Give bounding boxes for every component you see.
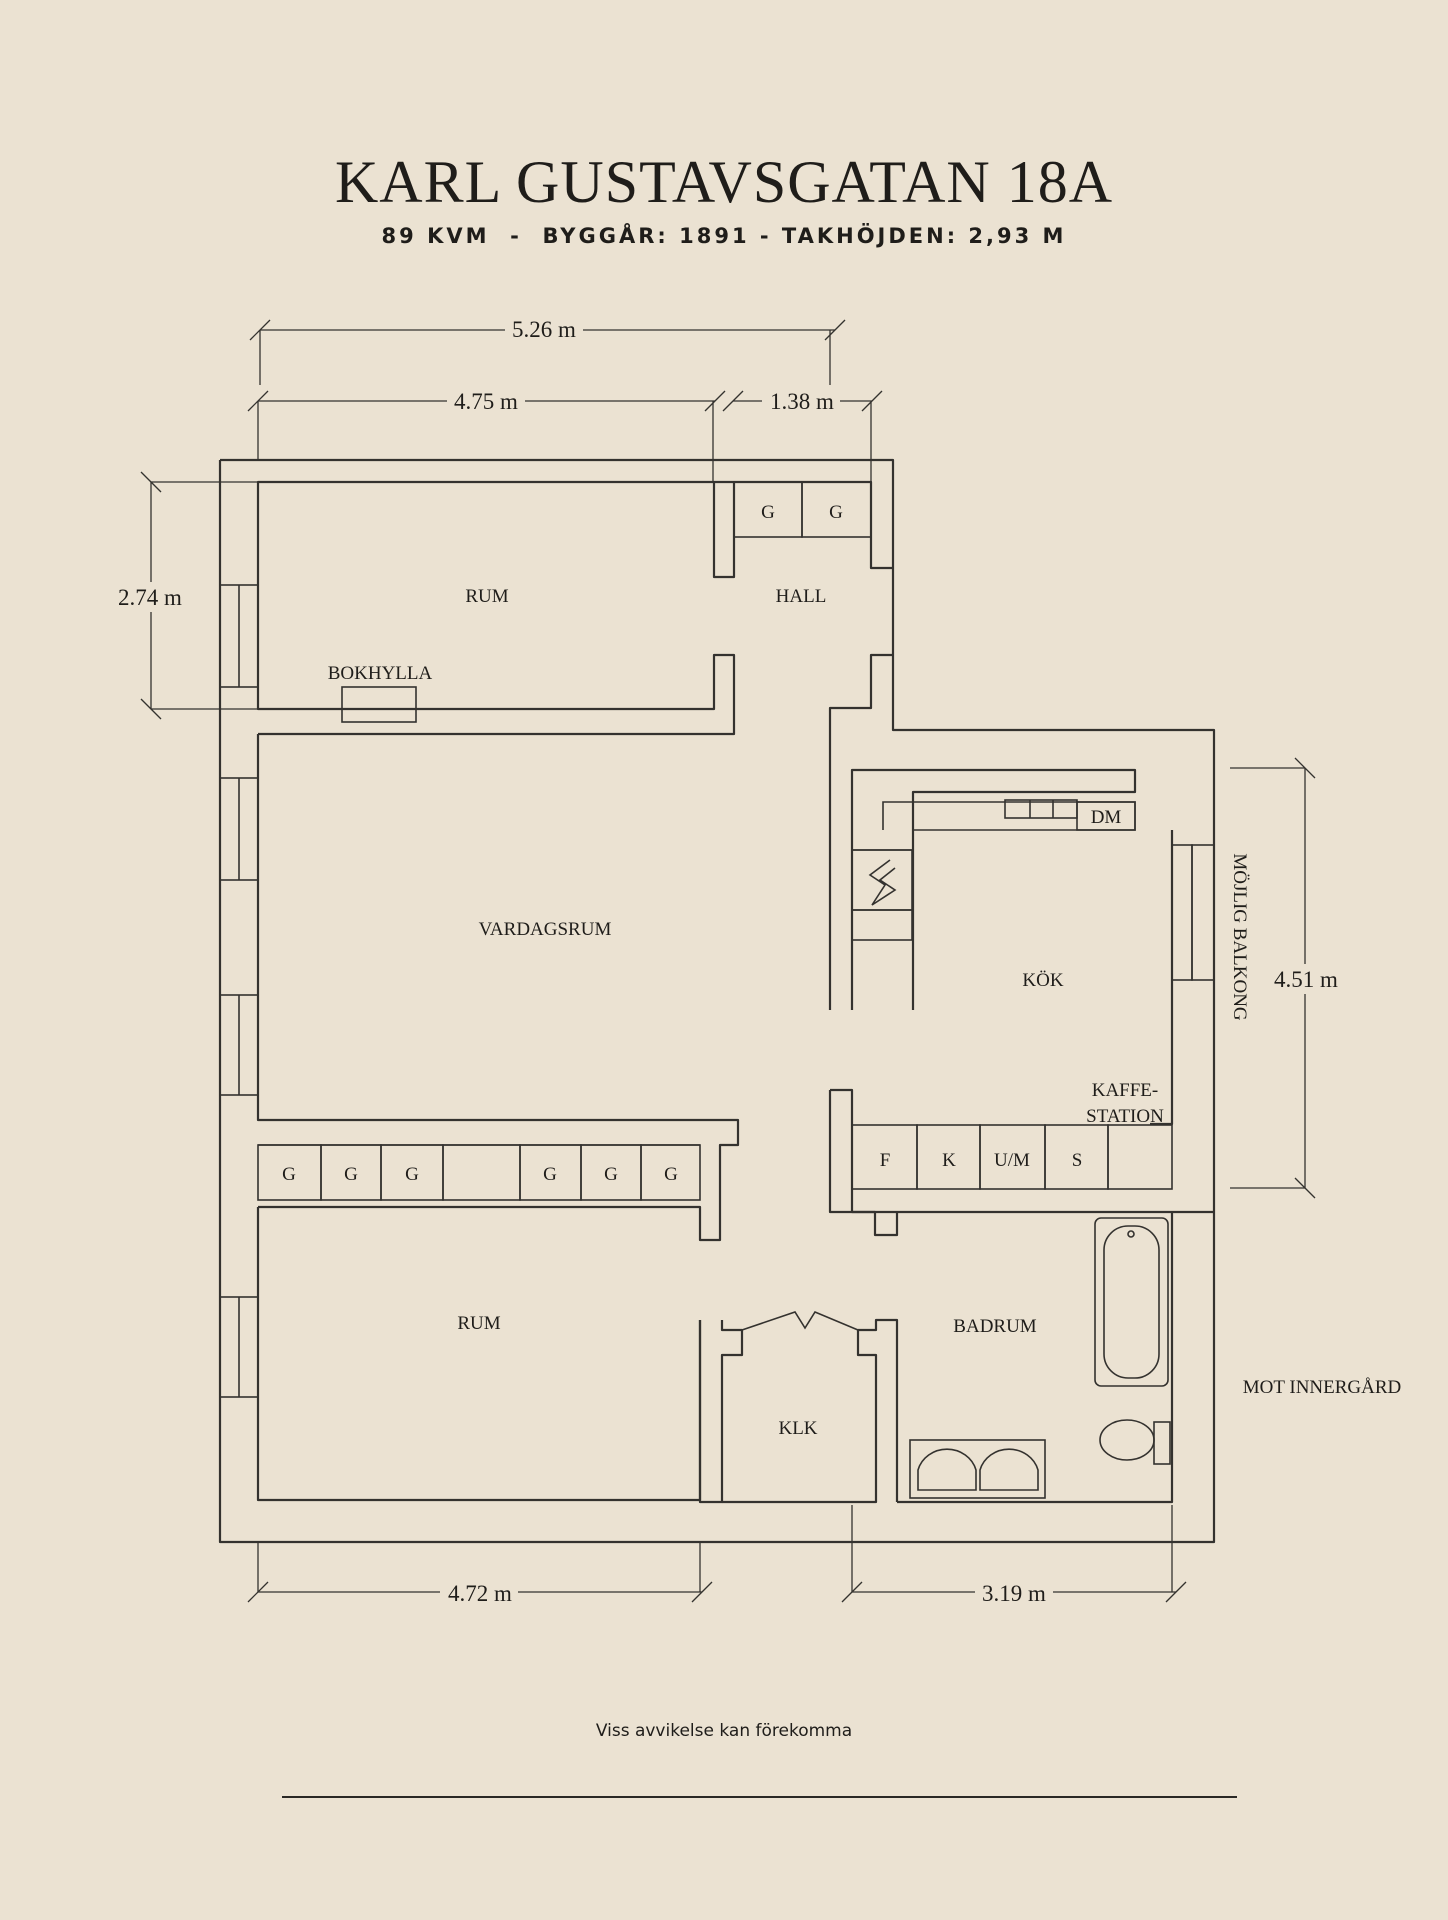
footer-rule — [282, 1796, 1237, 1798]
wall-bedroom-bottom — [256, 1207, 702, 1502]
toilet-bowl — [1099, 1419, 1155, 1461]
bedroom-wardrobe-2-label: G — [344, 1164, 358, 1185]
wall-klk — [698, 1320, 744, 1504]
wall-hall-divider — [712, 482, 736, 579]
dim-label-bottom-left: 4.72 m — [448, 1581, 512, 1606]
wall-vardagsrum-bedroom — [256, 734, 740, 1242]
room-label-rum-bottom: RUM — [457, 1313, 500, 1334]
label-mojlig-balkong: MÖJLIG BALKONG — [1229, 853, 1250, 1021]
hall-wardrobe-1-label: G — [761, 502, 775, 523]
label-kaffe-1: KAFFE- — [1092, 1080, 1159, 1101]
bathtub-inner — [1103, 1225, 1160, 1379]
klk-door — [741, 1310, 859, 1331]
dim-label-top-right: 1.38 m — [770, 389, 834, 414]
kitchen-unit-um-label: U/M — [994, 1150, 1030, 1171]
label-bokhylla: BOKHYLLA — [328, 663, 433, 684]
room-label-badrum: BADRUM — [953, 1316, 1037, 1337]
dim-bg-6 — [440, 1578, 518, 1608]
bedroom-wardrobe-7-label: G — [664, 1164, 678, 1185]
hall-wardrobe-2-label: G — [829, 502, 843, 523]
outer-wall-outline — [218, 458, 1216, 1544]
label-kaffe-2: STATION — [1086, 1106, 1164, 1127]
dim-bg-4 — [110, 582, 190, 612]
balcony-door — [1171, 844, 1193, 981]
room-label-kok: KÖK — [1022, 970, 1063, 991]
wall-kitchen-bottom-inner — [828, 1090, 899, 1237]
wall-hall-lower — [828, 653, 893, 1010]
page-title: KARL GUSTAVSGATAN 18A — [334, 149, 1114, 215]
kitchen-unit-s-label: S — [1072, 1150, 1083, 1171]
double-sink-counter — [909, 1439, 1046, 1499]
kitchen-unit-k-label: K — [942, 1150, 956, 1171]
bedroom-wardrobe-6-label: G — [604, 1164, 618, 1185]
bookshelf — [341, 686, 417, 723]
sink-left — [917, 1448, 977, 1491]
stove — [851, 849, 913, 911]
dim-label-bottom-right: 3.19 m — [982, 1581, 1046, 1606]
room-label-vardagsrum: VARDAGSRUM — [479, 919, 612, 940]
wall-hall-right — [734, 480, 893, 570]
wall-klk-right — [722, 1318, 899, 1504]
bedroom-wardrobe-5-label: G — [543, 1164, 557, 1185]
dim-label-left: 2.74 m — [118, 585, 182, 610]
room-label-hall: HALL — [776, 586, 827, 607]
room-label-rum-top: RUM — [465, 586, 508, 607]
property-summary: 89 KVM - BYGGÅR: 1891 - TAKHÖJDEN: 2,93 … — [381, 224, 1067, 248]
dim-bg-3 — [762, 386, 840, 416]
kitchen-unit-f-label: F — [880, 1150, 891, 1171]
wall-bathroom — [897, 1212, 1174, 1504]
label-mot-innergard: MOT INNERGÅRD — [1243, 1377, 1402, 1398]
dim-bg-2 — [447, 386, 525, 416]
kitchen-cabinet — [851, 909, 913, 941]
kitchen-counter-end — [1107, 1124, 1173, 1190]
dim-bg-5 — [1266, 964, 1346, 994]
stove-symbol — [868, 859, 897, 906]
room-label-klk: KLK — [778, 1418, 817, 1439]
toilet-tank — [1153, 1421, 1171, 1465]
hall-wardrobe-2 — [801, 481, 872, 538]
label-dm: DM — [1091, 807, 1122, 828]
dim-label-top-left: 4.75 m — [454, 389, 518, 414]
bathtub — [1094, 1217, 1169, 1387]
bedroom-wardrobe-1-label: G — [282, 1164, 296, 1185]
dishwasher — [1076, 801, 1136, 831]
dim-bg-7 — [975, 1578, 1053, 1608]
dim-label-right: 4.51 m — [1274, 967, 1338, 992]
wall-kitchen-left — [850, 768, 1137, 1010]
sink-right — [979, 1448, 1039, 1491]
dim-bg-1 — [505, 314, 583, 344]
balcony-door-outer — [1191, 844, 1215, 981]
bedroom-wardrobe-7 — [640, 1144, 701, 1201]
dim-label-top-total: 5.26 m — [512, 317, 576, 342]
disclaimer: Viss avvikelse kan förekomma — [595, 1721, 853, 1741]
wall-rum-top — [256, 480, 736, 736]
bedroom-wardrobe-3-label: G — [405, 1164, 419, 1185]
bedroom-wardrobe-4 — [442, 1144, 521, 1201]
bathtub-drain — [1127, 1230, 1135, 1238]
